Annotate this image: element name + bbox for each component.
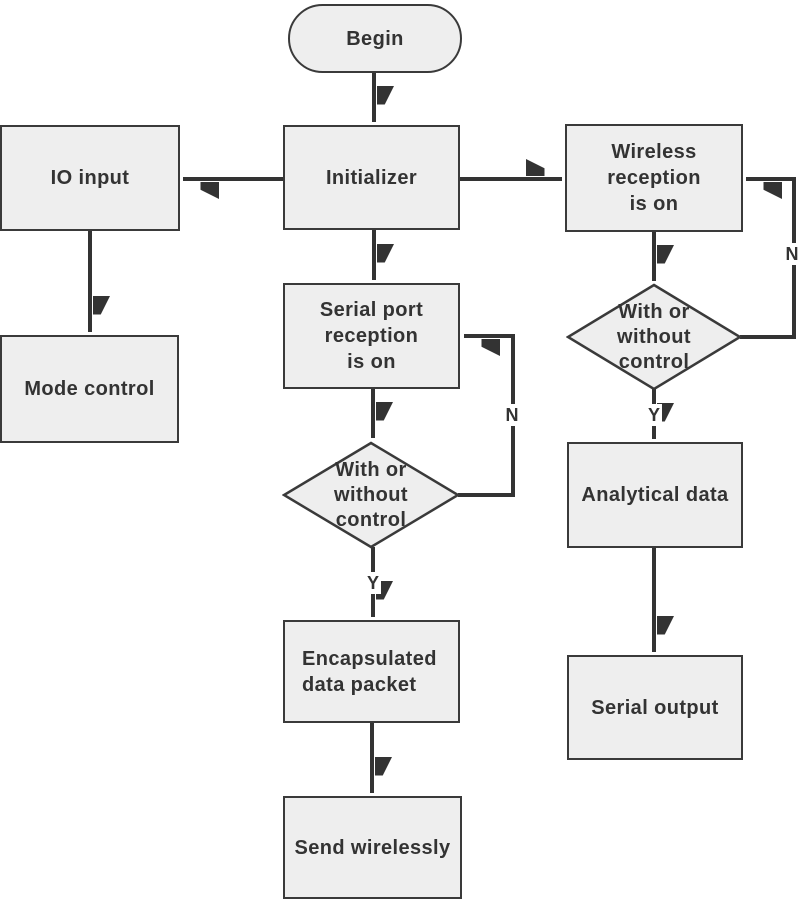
node-begin: Begin: [288, 4, 462, 73]
diamond-shape: [282, 441, 460, 549]
node-wireless-reception: Wireless reception is on: [565, 124, 743, 232]
decision-serial-label: With or without control: [334, 458, 408, 531]
node-io-input: IO input: [0, 125, 180, 231]
send-wirelessly-label: Send wirelessly: [294, 836, 451, 859]
branch-label-serial-yes: Y: [364, 572, 382, 594]
node-decision-serial-control: With or without control: [282, 441, 460, 549]
serial-port-reception-label: Serial port reception is on: [319, 299, 424, 373]
branch-label-wireless-no: N: [783, 243, 800, 265]
encapsulated-label: Encapsulated data packet: [302, 647, 437, 696]
node-mode-control: Mode control: [0, 335, 179, 443]
initializer-label: Initializer: [325, 166, 418, 189]
node-initializer: Initializer: [283, 125, 460, 230]
analytical-data-label: Analytical data: [581, 484, 729, 506]
node-encapsulated-data-packet: Encapsulated data packet: [283, 620, 460, 723]
node-send-wirelessly: Send wirelessly: [283, 796, 462, 899]
serial-output-label: Serial output: [591, 696, 719, 719]
decision-wireless-label: With or without control: [617, 300, 691, 373]
branch-label-serial-no: N: [503, 404, 521, 426]
node-decision-wireless-control: With or without control: [566, 283, 742, 391]
wireless-reception-label: Wireless reception is on: [607, 141, 701, 215]
node-analytical-data: Analytical data: [567, 442, 743, 548]
node-serial-port-reception: Serial port reception is on: [283, 283, 460, 389]
io-input-label: IO input: [50, 167, 130, 189]
begin-label: Begin: [346, 27, 404, 50]
branch-label-wireless-yes: Y: [645, 404, 663, 426]
mode-control-label: Mode control: [24, 378, 155, 400]
diamond-shape: [566, 283, 742, 391]
node-serial-output: Serial output: [567, 655, 743, 760]
